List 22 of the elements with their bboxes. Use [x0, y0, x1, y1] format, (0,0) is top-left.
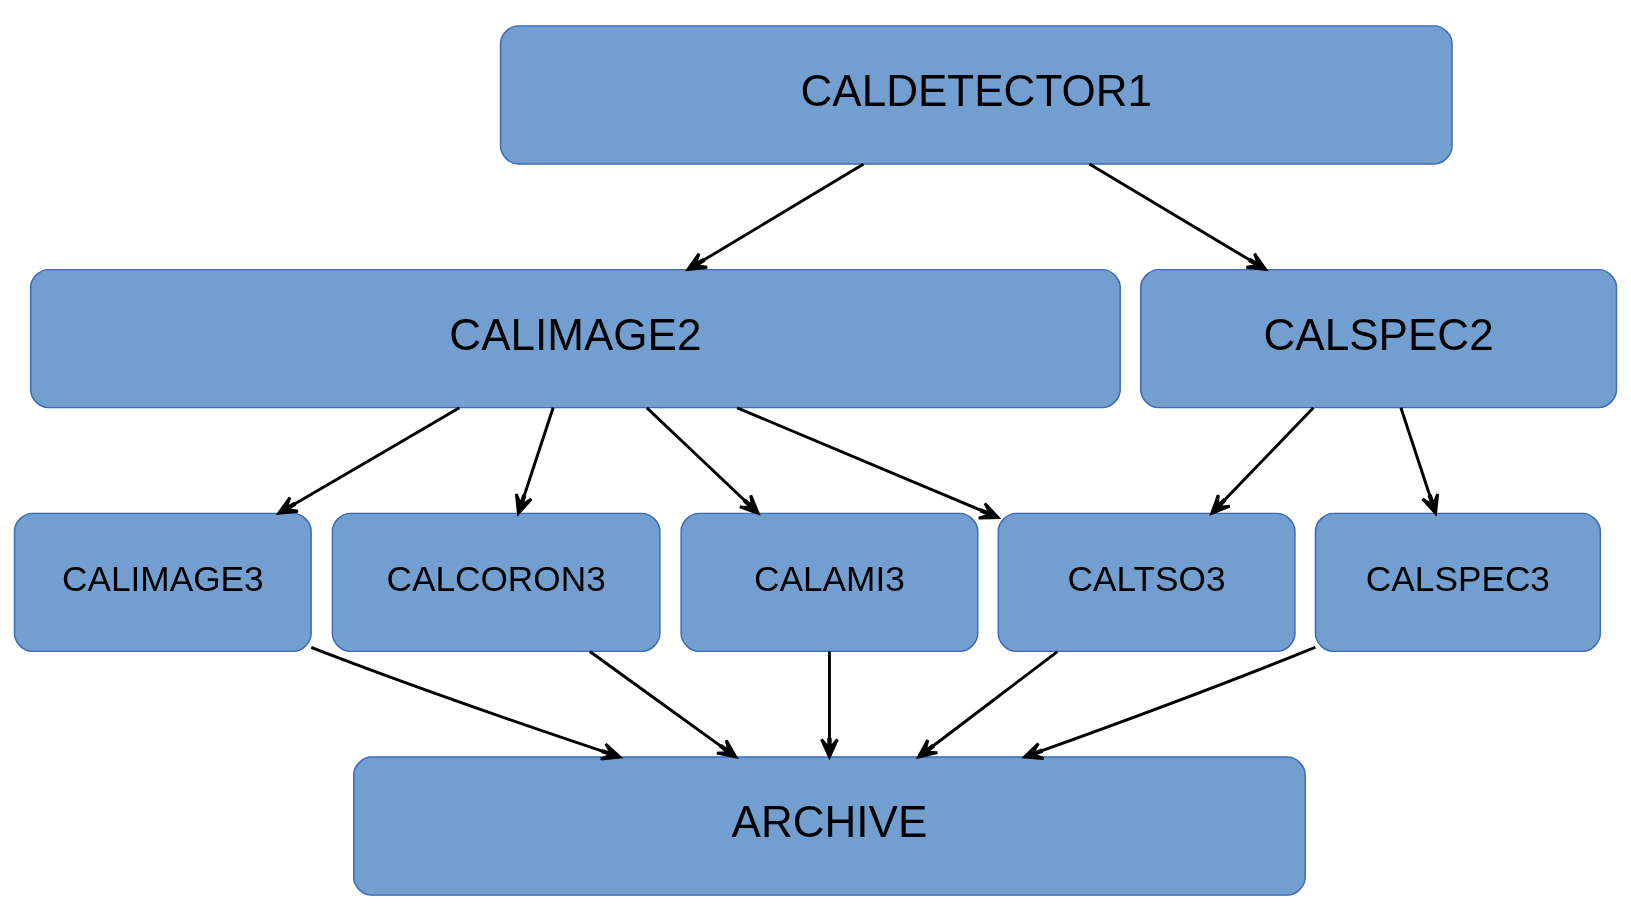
- node-box: CALIMAGE3: [13, 512, 312, 653]
- node-box: CALCORON3: [331, 512, 661, 653]
- arrow: [645, 406, 760, 515]
- node-box: CALSPEC3: [1314, 512, 1602, 653]
- arrow: [310, 646, 622, 761]
- arrow: [1022, 645, 1316, 760]
- arrow: [736, 406, 1000, 520]
- node-box: CALDETECTOR1: [499, 25, 1453, 165]
- arrow: [917, 650, 1059, 759]
- arrow: [589, 650, 738, 759]
- arrow: [514, 407, 555, 515]
- arrow: [820, 651, 839, 759]
- node-box: CALSPEC2: [1140, 268, 1618, 409]
- node-box: CALTSO3: [997, 512, 1296, 653]
- node-box: CALIMAGE2: [29, 268, 1121, 409]
- arrow: [277, 406, 461, 515]
- arrow: [1399, 407, 1440, 515]
- arrow: [686, 162, 865, 271]
- node-box: CALAMI3: [680, 512, 979, 653]
- arrow: [1088, 162, 1268, 271]
- arrow: [1210, 406, 1315, 515]
- node-box: ARCHIVE: [352, 756, 1306, 896]
